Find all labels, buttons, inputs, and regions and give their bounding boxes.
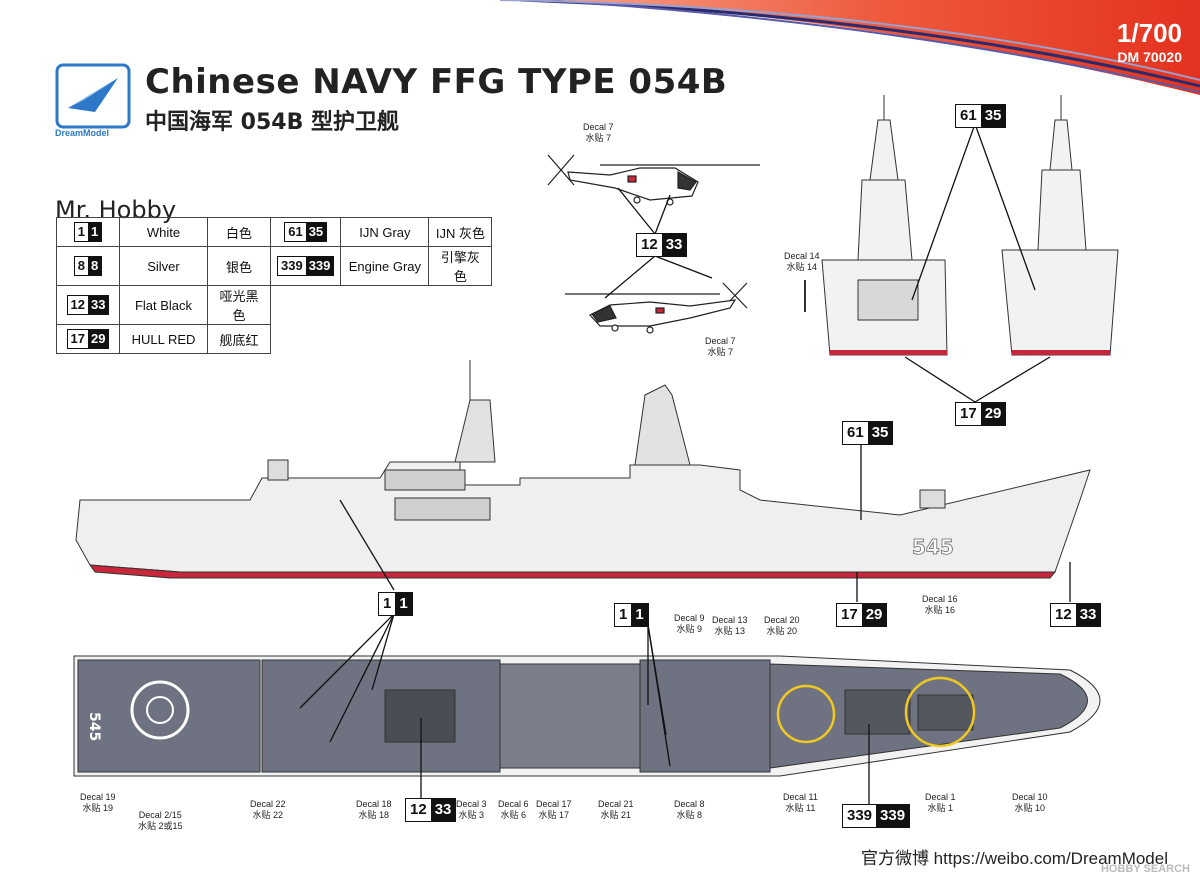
paint-name: Silver [119,246,208,286]
ship-deck-plan [73,655,1101,777]
paint-name-cn: 引擎灰色 [428,246,493,286]
gun-circle-marking [904,676,976,748]
watermark: HOBBY SEARCH [1100,863,1190,875]
hull-number-545: 545 [912,535,954,559]
view-leader-lines [904,123,1051,403]
helipad-marking [130,680,190,740]
paint-name: IJN Gray [340,217,430,247]
ciws-circle-marking [776,684,836,744]
deck-number-545: 545 [86,712,102,741]
banner-stripes [499,0,1200,95]
paint-name: HULL RED [119,324,208,354]
heli-leader-lines [604,187,713,299]
paint-name: White [119,217,208,247]
logo-text: DreamModel [55,128,110,138]
paint-name-cn: IJN 灰色 [428,217,493,247]
helicopter-side-view-1 [547,154,760,206]
paint-name-cn: 白色 [207,217,271,247]
dreammodel-logo [55,63,131,129]
helicopter-side-view-2 [565,282,748,334]
page-subtitle-cn: 中国海军 054B 型护卫舰 [145,110,400,135]
scale-badge: 1/700 DM 70020 [1117,18,1182,65]
ship-side-profile [75,360,1091,579]
paint-name-cn: 银色 [207,246,271,286]
deck-leader-lines [299,613,870,805]
paint-name-cn: 舰底红 [207,324,271,354]
product-code: DM 70020 [1117,49,1182,65]
scale-text: 1/700 [1116,18,1182,48]
side-leader-lines [339,442,1071,602]
footer-weibo-link[interactable]: 官方微博 https://weibo.com/DreamModel [860,849,1168,868]
paint-name-cn: 哑光黑色 [207,285,271,325]
paint-name: Engine Gray [340,246,430,286]
stern-rear-view [1001,95,1119,356]
paint-name: Flat Black [119,285,208,325]
page-title: Chinese NAVY FFG TYPE 054B [145,62,728,102]
bow-front-view [804,95,948,356]
